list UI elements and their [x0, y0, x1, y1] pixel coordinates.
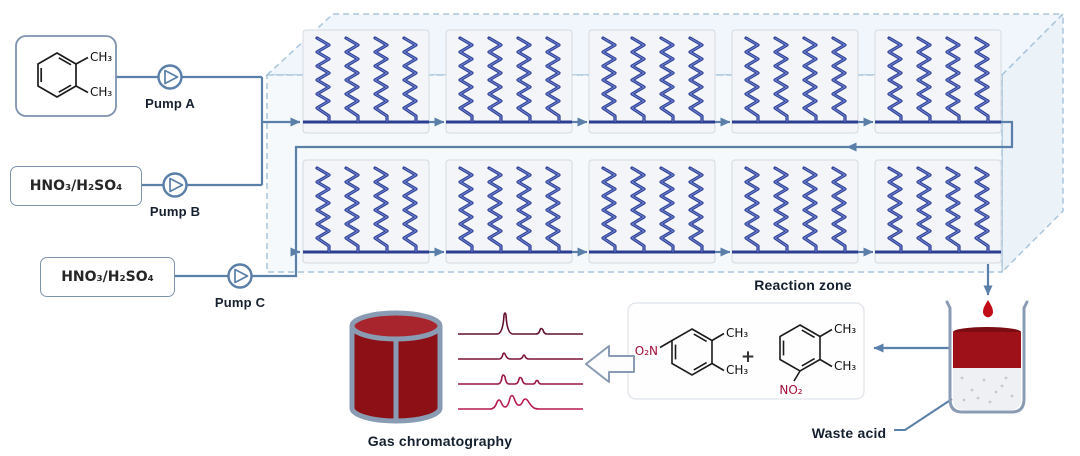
pump-b-label: Pump B [149, 204, 201, 219]
product-structures: O₂N CH₃ CH₃ + CH₃ CH₃ NO₂ [627, 302, 865, 400]
gc-cylinder [349, 310, 443, 424]
pump-a-icon [157, 64, 183, 90]
cylinder-sides [349, 326, 443, 408]
product-2-nitro: NO₂ [779, 383, 802, 397]
waste-layer-speckles [960, 376, 1014, 404]
oxylene-ch3-bottom: CH₃ [90, 85, 112, 99]
waste-acid-layer [953, 368, 1021, 410]
chromatogram-trace-3 [458, 374, 583, 385]
oxylene-ch3-top: CH₃ [90, 50, 112, 64]
hollow-arrow-icon [585, 345, 635, 383]
cylinder-top [349, 310, 443, 342]
microreactor-chip [587, 28, 717, 135]
pump-b-icon [162, 172, 188, 198]
chromatogram-trace-1 [458, 312, 583, 335]
flow-lines [116, 75, 1014, 431]
beaker-droplet [983, 300, 993, 318]
chromatogram-trace-2 [458, 352, 583, 360]
microreactor-chip [587, 158, 717, 265]
acid-box-2: HNO₃/H₂SO₄ [40, 257, 175, 297]
product-2-ch3-bottom: CH₃ [834, 359, 856, 373]
acid-box-1: HNO₃/H₂SO₄ [10, 166, 142, 206]
microreactor-chip [444, 28, 574, 135]
return-line-arrow [846, 120, 1014, 152]
oxylene-ring [37, 52, 89, 98]
microreactor-chip [730, 158, 860, 265]
microreactor-chip [301, 158, 431, 265]
microreactor-chip [873, 28, 1003, 135]
waste-acid-label: Waste acid [811, 425, 887, 441]
pump-a-label: Pump A [145, 96, 195, 111]
product-1-ch3-bottom: CH₃ [726, 363, 748, 377]
pump-c-label: Pump C [214, 295, 266, 310]
oxylene-feed-box: CH₃ CH₃ [15, 35, 117, 117]
beaker-glass [945, 300, 1029, 414]
microreactor-chip [301, 28, 431, 135]
product-1-ring [659, 328, 725, 376]
product-1-nitro: O₂N [635, 344, 658, 358]
chromatogram-trace-4 [458, 394, 583, 410]
product-2-ch3-top: CH₃ [834, 322, 856, 336]
chromatograms [458, 312, 583, 410]
product-2-ring [779, 324, 833, 382]
beaker [945, 300, 1029, 414]
waste-acid-pointer [894, 398, 953, 431]
microreactor-chip [873, 158, 1003, 265]
pump-c-icon [227, 263, 253, 289]
cylinder-bottom-rim [349, 407, 443, 424]
red-product-layer [953, 332, 1021, 368]
product-1-ch3-top: CH₃ [726, 326, 748, 340]
second-row-inlet-arrow [290, 145, 847, 257]
microreactor-chip [444, 158, 574, 265]
reaction-zone-label: Reaction zone [754, 277, 852, 293]
gas-chromatography-label: Gas chromatography [367, 433, 513, 449]
microreactor-chip [730, 28, 860, 135]
plus-sign: + [741, 347, 755, 367]
pump-c-outlet-line [251, 254, 298, 278]
